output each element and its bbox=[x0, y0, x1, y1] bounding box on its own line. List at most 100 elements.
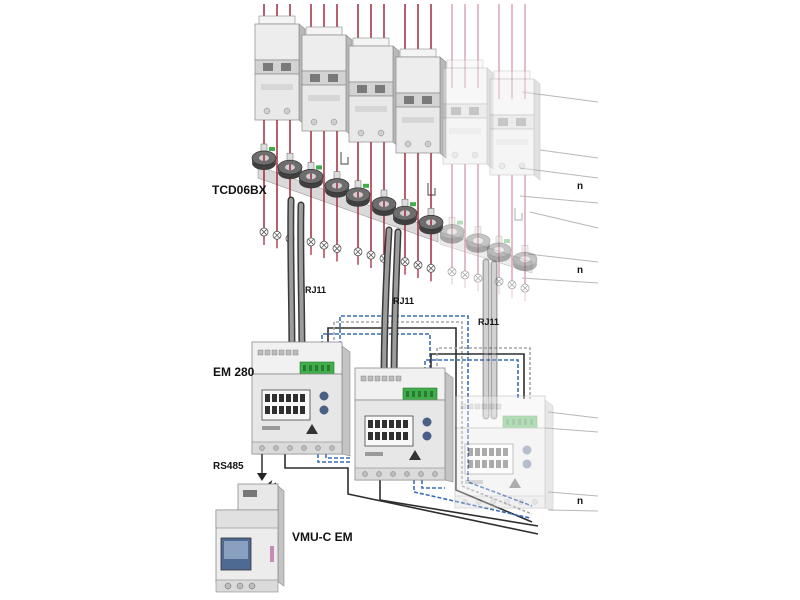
reference-line bbox=[527, 253, 599, 263]
breaker-toggle-area bbox=[301, 70, 347, 86]
breaker-toggle bbox=[404, 96, 414, 104]
lcd-digit bbox=[272, 394, 277, 402]
current-sensor bbox=[486, 235, 512, 262]
neutral-reference-lines bbox=[519, 91, 599, 512]
sensor-top bbox=[512, 251, 538, 267]
lcd-digit bbox=[265, 394, 270, 402]
terminal-screw bbox=[395, 375, 402, 382]
load-symbol bbox=[353, 247, 363, 265]
sensor-terminal bbox=[521, 244, 529, 253]
terminal-screw bbox=[460, 403, 467, 410]
breaker-toggle bbox=[281, 63, 291, 71]
breaker-toggle bbox=[375, 85, 385, 93]
current-sensor bbox=[324, 171, 350, 198]
load-symbol bbox=[319, 240, 329, 259]
sensor-terminal bbox=[474, 226, 482, 235]
lcd-digit bbox=[300, 394, 305, 402]
terminal-screw bbox=[362, 471, 368, 477]
sensor-terminal bbox=[260, 143, 268, 152]
load-symbol bbox=[494, 277, 504, 295]
terminal-screw bbox=[388, 375, 395, 382]
lcd-digit bbox=[489, 448, 494, 456]
circuit-breaker bbox=[348, 37, 400, 148]
load-symbol bbox=[259, 227, 269, 245]
meter-label-strip bbox=[365, 452, 383, 456]
lcd-digit bbox=[482, 460, 487, 468]
sensor-side bbox=[487, 250, 511, 255]
terminal-slot bbox=[418, 391, 421, 397]
voltage-wire bbox=[436, 347, 531, 399]
circuit-breaker bbox=[489, 70, 541, 181]
breaker-label-strip bbox=[449, 128, 481, 134]
meter-bottom-terminals bbox=[251, 441, 343, 455]
rj11-terminal-block bbox=[502, 415, 538, 429]
reference-line bbox=[521, 91, 599, 103]
load-cross bbox=[495, 278, 503, 285]
lcd-digit bbox=[396, 432, 401, 440]
voltage-wire bbox=[339, 315, 533, 507]
breaker-cap bbox=[399, 48, 437, 58]
terminal-screw bbox=[488, 403, 495, 410]
current-sensor bbox=[512, 244, 538, 272]
gateway-screen-window bbox=[224, 541, 248, 559]
terminal-screw bbox=[224, 582, 232, 590]
lcd-digit bbox=[265, 406, 270, 414]
lcd-digit bbox=[293, 394, 298, 402]
sensor-top bbox=[486, 242, 512, 258]
terminal-slot bbox=[424, 391, 427, 397]
breaker-toggle bbox=[357, 85, 367, 93]
sensor-green-lead bbox=[457, 220, 463, 225]
load-symbol bbox=[400, 257, 410, 275]
terminal-slot bbox=[512, 419, 515, 425]
meter-label: EM 280 bbox=[213, 365, 255, 379]
reference-line bbox=[544, 427, 599, 433]
load-symbol bbox=[426, 263, 436, 282]
meter-bottom-terminals bbox=[354, 467, 446, 481]
tcd06bx-sensor-row bbox=[251, 143, 538, 272]
lcd-digit bbox=[475, 448, 480, 456]
rj11-label: RJ11 bbox=[305, 285, 326, 295]
sensor-base bbox=[466, 238, 490, 253]
terminal-screw bbox=[310, 118, 318, 126]
sensor-hole bbox=[520, 256, 530, 263]
terminal-screw bbox=[287, 445, 293, 451]
current-sensor bbox=[251, 143, 277, 170]
load-cross bbox=[508, 281, 516, 288]
sensor-base bbox=[440, 229, 464, 244]
sensor-base bbox=[487, 248, 511, 262]
lcd-digit bbox=[286, 406, 291, 414]
terminal-screw bbox=[330, 118, 338, 126]
current-sensor bbox=[392, 198, 418, 226]
breaker-toggle-area bbox=[442, 103, 488, 119]
breaker-label-strip bbox=[496, 139, 528, 145]
meter-button bbox=[422, 431, 432, 441]
warning-triangle-icon bbox=[409, 450, 421, 460]
voltage-wire bbox=[424, 359, 519, 399]
breaker-cap bbox=[446, 59, 484, 69]
terminal-slot bbox=[315, 365, 318, 371]
gateway-accent-strip bbox=[270, 546, 274, 562]
breaker-lower-body bbox=[301, 84, 347, 132]
breaker-lower-body bbox=[489, 128, 535, 176]
load-symbol bbox=[366, 250, 376, 269]
sensor-terminal bbox=[354, 180, 362, 189]
sensor-terminal bbox=[495, 235, 503, 244]
reference-line bbox=[519, 167, 599, 179]
lcd-digit bbox=[403, 432, 408, 440]
breaker-side bbox=[533, 78, 541, 181]
terminal-slot bbox=[524, 419, 527, 425]
sensor-terminal bbox=[333, 171, 341, 179]
breaker-lower-body bbox=[442, 117, 488, 165]
terminal-screw bbox=[236, 582, 244, 590]
lcd-digit bbox=[382, 432, 387, 440]
em280-meter bbox=[454, 395, 554, 511]
terminal-slot bbox=[406, 391, 409, 397]
lcd-digit bbox=[468, 448, 473, 456]
breaker-toggle bbox=[451, 107, 461, 115]
load-symbol bbox=[332, 244, 342, 262]
lcd-digit bbox=[286, 394, 291, 402]
sensor-base bbox=[513, 257, 537, 272]
lcd-digit bbox=[382, 420, 387, 428]
load-cross bbox=[273, 232, 281, 239]
load-cross bbox=[260, 228, 268, 236]
